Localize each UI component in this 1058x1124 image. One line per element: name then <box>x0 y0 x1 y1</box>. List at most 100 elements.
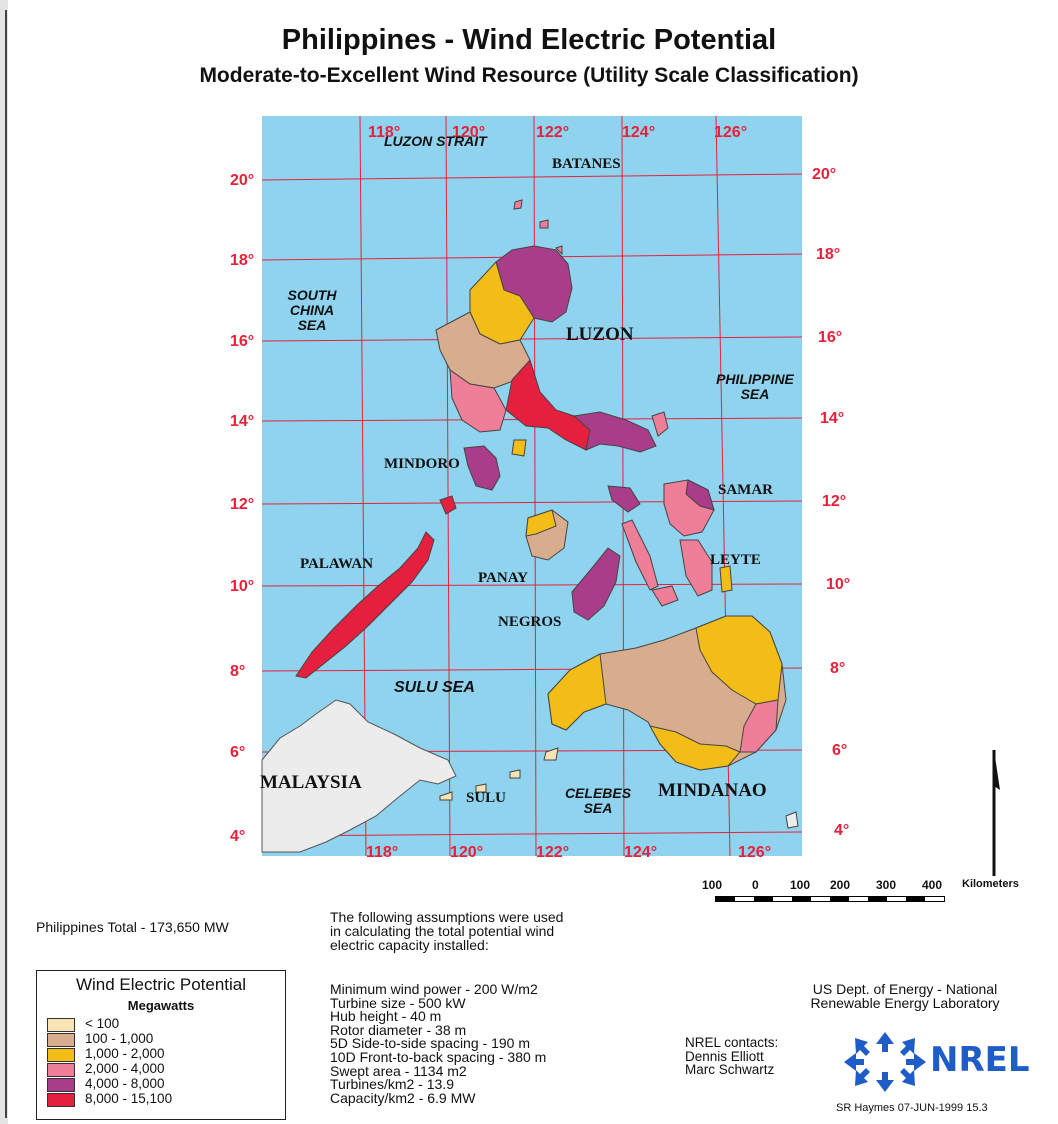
mindanao-south-region <box>649 725 741 771</box>
scale-bar <box>715 896 945 902</box>
north-arrow-icon <box>992 750 1000 876</box>
palawan-island <box>295 531 435 679</box>
nrel-logo-text: NREL <box>930 1040 1030 1080</box>
panay-west-region <box>525 509 557 537</box>
label-batanes: BATANES <box>552 156 621 172</box>
graticule-line <box>621 115 625 857</box>
label-south-china-sea-line2: CHINA <box>289 302 335 318</box>
contact-name: Dennis Elliott <box>685 1048 764 1064</box>
scale-label-0: 0 <box>752 878 759 892</box>
agency-name: US Dept. of Energy - National Renewable … <box>760 982 1050 1010</box>
legend-label: 8,000 - 15,100 <box>85 1091 173 1106</box>
graticule-line <box>261 336 803 342</box>
assumption-item: Rotor diameter - 38 m <box>330 1021 467 1038</box>
lat-tick-left-14: 14° <box>230 413 255 430</box>
lat-tick-right-20: 20° <box>812 166 837 183</box>
label-celebes-sea: CELEBES SEA <box>556 786 640 816</box>
label-mindanao: MINDANAO <box>658 780 767 801</box>
legend: Wind Electric Potential Megawatts < 100 … <box>36 970 286 1120</box>
agency-line2: Renewable Energy Laboratory <box>810 995 1000 1011</box>
contact-name: Marc Schwartz <box>685 1062 775 1077</box>
lon-tick-top-122: 122° <box>536 124 570 141</box>
scale-label-100-left: 100 <box>702 878 723 892</box>
legend-swatch <box>47 1063 75 1077</box>
lat-tick-left-12: 12° <box>230 496 255 513</box>
lon-tick-top-118: 118° <box>368 124 401 141</box>
label-philippine-sea-line2: SEA <box>740 386 770 402</box>
label-celebes-sea-line2: SEA <box>583 800 613 816</box>
graticule-line <box>261 831 803 837</box>
nrel-logo-emblem-icon <box>844 1032 926 1092</box>
catanduanes-island <box>651 411 669 437</box>
leyte-south-region <box>719 565 733 593</box>
lat-tick-right-8: 8° <box>830 660 846 677</box>
lat-tick-left-18: 18° <box>230 252 255 269</box>
legend-swatch <box>47 1018 75 1032</box>
label-negros: NEGROS <box>498 614 562 630</box>
lat-tick-left-6: 6° <box>230 744 246 761</box>
philippines-total: Philippines Total - 173,650 MW <box>36 919 229 935</box>
assumption-item: Minimum wind power - 200 W/m2 <box>330 981 538 997</box>
scale-label-200: 200 <box>830 878 851 892</box>
samar-north-region <box>685 479 715 511</box>
malaysia-landmass <box>261 699 457 853</box>
lat-tick-right-10: 10° <box>826 576 851 593</box>
label-samar: SAMAR <box>718 482 773 498</box>
batanes-islets <box>513 199 563 256</box>
assumptions-intro: The following assumptions were used in c… <box>330 910 563 952</box>
lat-tick-right-16: 16° <box>818 329 843 346</box>
lon-tick-bottom-120: 120° <box>450 844 484 861</box>
sarangani-islet <box>785 811 799 829</box>
label-leyte: LEYTE <box>710 552 761 568</box>
legend-label: 4,000 - 8,000 <box>85 1076 165 1091</box>
legend-label: 1,000 - 2,000 <box>85 1046 165 1061</box>
label-celebes-sea-line1: CELEBES <box>564 785 632 801</box>
legend-title: Wind Electric Potential <box>75 975 247 994</box>
graticule-line <box>261 500 803 505</box>
lat-tick-left-8: 8° <box>230 663 246 680</box>
cebu-island <box>621 519 659 591</box>
label-mindoro: MINDORO <box>384 456 460 472</box>
label-palawan: PALAWAN <box>300 556 374 572</box>
mindanao-zamboanga-region <box>547 653 607 731</box>
bohol-island <box>651 585 679 607</box>
graticule-line <box>445 115 451 857</box>
nrel-logo: NREL <box>842 1030 1042 1092</box>
label-south-china-sea: SOUTH CHINA SEA <box>274 288 350 333</box>
lat-tick-left-16: 16° <box>230 333 255 350</box>
lat-tick-left-20: 20° <box>230 172 255 189</box>
label-south-china-sea-line1: SOUTH <box>287 287 337 303</box>
assumption-item: Turbine size - 500 kW <box>330 994 466 1011</box>
label-panay: PANAY <box>478 570 529 586</box>
lat-tick-left-10: 10° <box>230 578 255 595</box>
leyte-island <box>679 539 713 597</box>
lon-tick-bottom-124: 124° <box>624 844 658 861</box>
lon-tick-top-126: 126° <box>714 124 748 141</box>
marinduque-island <box>511 439 527 457</box>
assumption-item: Turbines/km2 - 13.9 <box>330 1076 454 1093</box>
lat-tick-right-14: 14° <box>820 410 845 427</box>
masbate-island <box>607 485 641 513</box>
lon-tick-top-120: 120° <box>452 124 486 141</box>
scale-label-300: 300 <box>876 878 897 892</box>
label-malaysia: MALAYSIA <box>260 772 362 793</box>
legend-swatch <box>47 1033 75 1047</box>
page-edge-rule <box>0 0 8 1124</box>
map-subtitle: Moderate-to-Excellent Wind Resource (Uti… <box>199 64 859 87</box>
lon-tick-bottom-126: 126° <box>738 844 772 861</box>
label-sulu: SULU <box>466 790 507 806</box>
lat-tick-right-4: 4° <box>834 822 850 839</box>
graticule-line <box>533 115 537 857</box>
assumption-item: 5D Side-to-side spacing - 190 m <box>330 1035 530 1052</box>
assumption-item: Swept area - 1134 m2 <box>330 1062 467 1079</box>
scale-label-400: 400 <box>922 878 943 892</box>
legend-swatch <box>47 1078 75 1092</box>
assumptions-list: Minimum wind power - 200 W/m2 Turbine si… <box>330 981 546 1105</box>
lon-tick-bottom-122: 122° <box>536 844 570 861</box>
legend-swatch <box>47 1048 75 1062</box>
legend-label: 100 - 1,000 <box>85 1031 154 1046</box>
lat-tick-right-18: 18° <box>816 246 841 263</box>
assumption-item: Hub height - 40 m <box>330 1008 442 1025</box>
assumptions-intro-line3: electric capacity installed: <box>330 937 489 953</box>
